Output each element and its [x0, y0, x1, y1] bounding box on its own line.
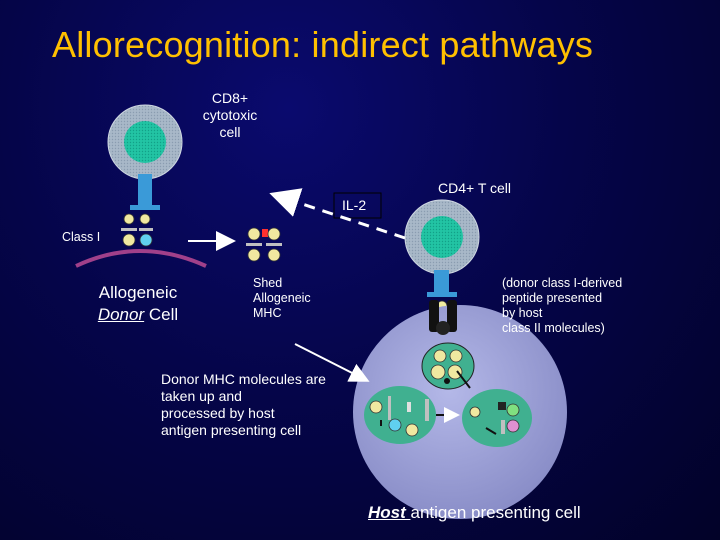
allogeneic-label: Allogeneic [98, 283, 178, 302]
tcr-receptor [138, 174, 152, 208]
cd4-label: CD4+ T cell [438, 180, 512, 196]
cd4-t-cell [404, 199, 480, 312]
cd8-label-line: cell [219, 124, 241, 140]
peptide-label-line: (donor class I-derived [502, 276, 623, 290]
shed-mhc-label: Shed Allogeneic MHC [253, 276, 311, 321]
class-ii-loading-compartment [462, 389, 532, 447]
il2-dashed-arrow [269, 188, 406, 240]
donor-cell-label: Donor Cell [84, 304, 192, 326]
host-apc [353, 300, 567, 519]
peptide-label-line: class II molecules) [502, 321, 605, 335]
donor-cell-membrane [75, 249, 207, 268]
peptide-label-line: peptide presented [502, 291, 603, 305]
cd8-t-cell [107, 104, 183, 210]
uptake-label: Donor MHC molecules are taken up and pro… [161, 371, 326, 439]
uptake-label-line: taken up and [161, 388, 242, 404]
cd8-label: CD8+ cytotoxic cell [190, 90, 270, 141]
uptake-label-line: antigen presenting cell [161, 422, 302, 438]
page-title: Allorecognition: indirect pathways [52, 24, 594, 65]
apc-label-rest: antigen presenting cell [410, 503, 581, 522]
cd8-label-line: cytotoxic [202, 107, 258, 123]
shed-label-line: MHC [253, 306, 282, 320]
shed-label-line: Allogeneic [253, 291, 311, 305]
cell-word: Cell [144, 305, 179, 324]
tcr-receptor-cd4 [434, 270, 449, 296]
shed-mhc-molecule [246, 227, 282, 262]
cd8-label-line: CD8+ [211, 90, 249, 106]
il2-label: IL-2 [342, 197, 367, 213]
shed-label-line: Shed [253, 276, 283, 290]
uptake-label-line: processed by host [161, 405, 275, 421]
uptake-arrow [294, 343, 370, 382]
host-apc-label: Host antigen presenting cell [368, 503, 581, 523]
il2-box [333, 192, 382, 219]
host-emphasis: Host [368, 503, 411, 522]
lysosome [364, 386, 436, 444]
peptide-presentation-label: (donor class I-derived peptide presented… [502, 276, 622, 336]
class-i-label: Class I [62, 230, 101, 244]
allogeneic-donor-cell-label: Allogeneic Donor Cell [84, 282, 192, 326]
donor-emphasis: Donor [97, 305, 145, 324]
peptide-connector [456, 370, 471, 389]
uptake-label-line: Donor MHC molecules are [161, 371, 326, 387]
donor-class-i-molecule [121, 213, 153, 247]
peptide-label-line: by host [502, 306, 543, 320]
